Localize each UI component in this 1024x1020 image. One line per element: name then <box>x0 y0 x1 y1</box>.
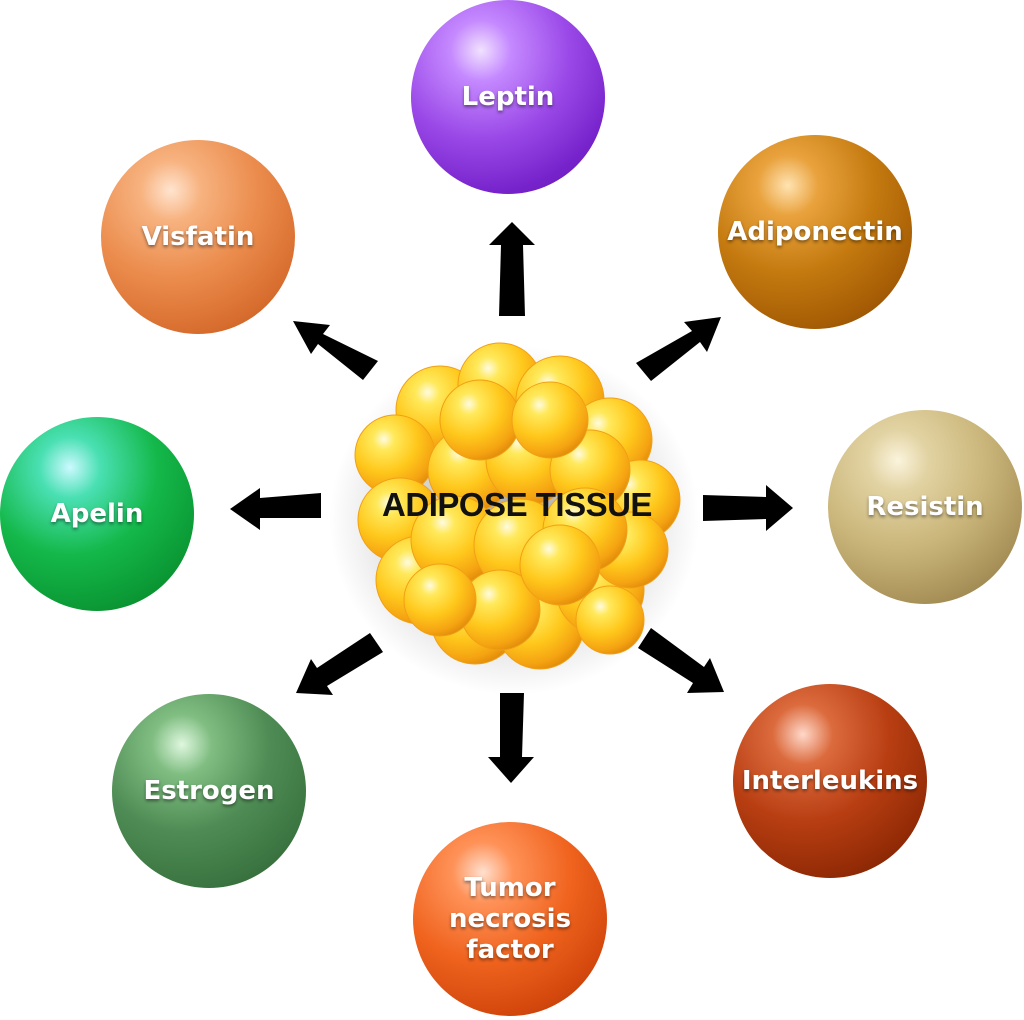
leptin-node: Leptin <box>411 0 605 194</box>
fat-cell <box>403 563 477 637</box>
apelin-node: Apelin <box>0 417 194 611</box>
fat-cell <box>511 381 589 459</box>
fat-cell <box>575 585 645 655</box>
resistin-node: Resistin <box>828 410 1022 604</box>
adipose-tissue-title: ADIPOSE TISSUE <box>382 486 652 523</box>
arrow-to-visfatin <box>293 321 378 380</box>
interleukins-node: Interleukins <box>733 684 927 878</box>
tnf-label-line2: necrosis <box>448 903 572 934</box>
arrow-to-tnf <box>488 693 534 783</box>
arrow-to-apelin <box>230 488 321 530</box>
adiponectin-label: Adiponectin <box>727 216 903 247</box>
leptin-label: Leptin <box>461 81 555 112</box>
estrogen-node: Estrogen <box>112 694 306 888</box>
arrow-to-interleukins <box>638 628 724 693</box>
visfatin-node: Visfatin <box>101 140 295 334</box>
arrow-to-adiponectin <box>636 317 721 381</box>
interleukins-label: Interleukins <box>741 765 919 796</box>
fat-cell <box>519 524 601 606</box>
tnf-label-line1: Tumor <box>464 872 556 903</box>
tumor-necrosis-factor-node: Tumor necrosis factor <box>413 822 607 1016</box>
visfatin-label: Visfatin <box>141 221 255 252</box>
arrow-to-estrogen <box>296 633 383 695</box>
estrogen-label: Estrogen <box>143 775 275 806</box>
resistin-label: Resistin <box>866 491 984 522</box>
tnf-label-line3: factor <box>466 934 554 965</box>
tumor-necrosis-factor-label: Tumor necrosis factor <box>443 873 577 966</box>
arrow-to-resistin <box>703 485 793 531</box>
arrow-to-leptin <box>489 222 535 316</box>
apelin-label: Apelin <box>50 498 144 529</box>
adiponectin-node: Adiponectin <box>718 135 912 329</box>
